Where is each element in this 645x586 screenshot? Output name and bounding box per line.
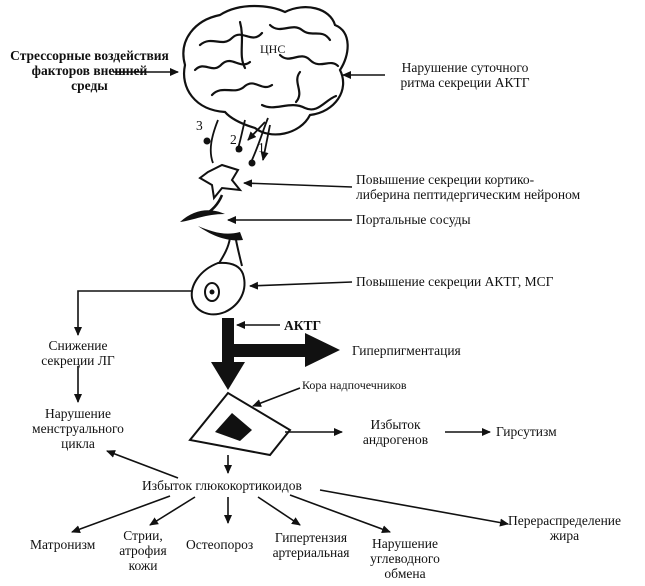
acth-thick-stem — [222, 318, 234, 366]
label-num-1: 1 — [258, 140, 265, 155]
label-menstr: Нарушение менструального цикла — [32, 406, 124, 451]
label-adrenal-cortex: Кора надпочечников — [302, 378, 407, 392]
neuron-dot-3 — [203, 137, 211, 145]
arrow-cortex — [252, 387, 301, 407]
label-osteo: Остеопороз — [186, 537, 254, 552]
adrenal-medulla-icon — [215, 413, 252, 441]
label-lh: Снижение секреции ЛГ — [41, 338, 115, 368]
neuron-dot-2 — [235, 145, 243, 153]
label-gluco: Избыток глюкокортикоидов — [142, 478, 302, 493]
label-rhythm: Нарушение суточного ритма секреции АКТГ — [400, 60, 530, 90]
label-carb: Нарушение углеводного обмена — [370, 536, 440, 581]
acth-arrow-down — [211, 362, 245, 390]
arrow-acth-rise — [249, 281, 353, 290]
pituitary-stalk — [217, 237, 243, 267]
label-matron: Матронизм — [30, 537, 96, 552]
arrow-lh — [74, 290, 192, 336]
neuron-paths — [209, 117, 271, 164]
hyperpig-arrow — [305, 333, 340, 367]
label-stress: Стрессорные воздействия факторов внешней… — [10, 48, 169, 93]
label-portal: Портальные сосуды — [356, 212, 471, 227]
arrow-carb — [289, 494, 391, 533]
label-hyper: Гипертензия артериальная — [272, 530, 350, 560]
label-hyperpig: Гиперпигментация — [352, 343, 461, 358]
brain-icon — [182, 4, 349, 136]
arrow-matron — [71, 495, 171, 533]
neuron-icon — [198, 163, 243, 201]
label-hirsut: Гирсутизм — [496, 424, 557, 439]
neuron-dot-1 — [248, 159, 256, 167]
hyperpig-thick-stem — [222, 344, 307, 357]
label-cns: ЦНС — [260, 42, 286, 56]
label-num-2: 2 — [230, 132, 237, 147]
label-crh: Повышение секреции кортико- либерина пеп… — [356, 172, 581, 202]
portal-vessels-icon — [180, 210, 243, 241]
arrow-hyper — [257, 496, 301, 526]
arrow-striae — [149, 496, 196, 526]
label-fat: Перераспределение жира — [507, 513, 622, 543]
label-striae: Стрии, атрофия кожи — [119, 528, 167, 573]
arrow-gluco-menstr — [106, 450, 179, 479]
arrow-crh — [243, 179, 353, 188]
label-acth: АКТГ — [284, 318, 322, 333]
label-acth-rise: Повышение секреции АКТГ, МСГ — [356, 274, 554, 289]
label-num-3: 3 — [196, 118, 203, 133]
label-androgen: Избыток андрогенов — [362, 417, 429, 447]
arrow-fat — [319, 489, 509, 527]
